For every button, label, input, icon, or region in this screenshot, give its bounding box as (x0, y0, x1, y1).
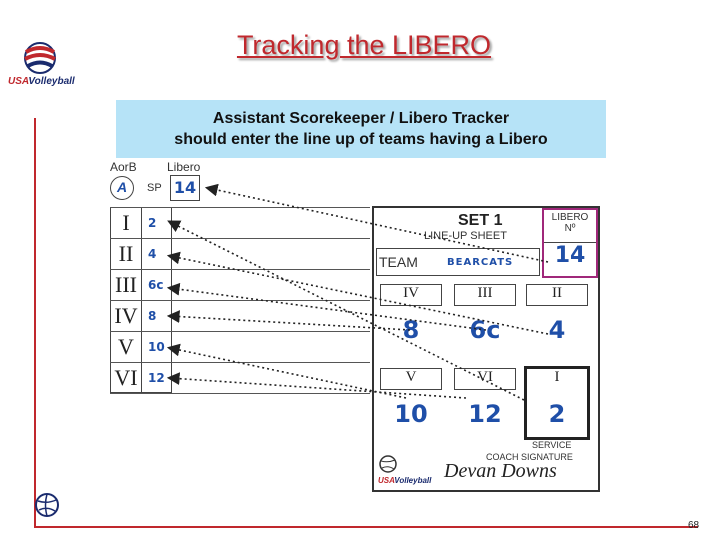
tracker-row-number: 2 (148, 216, 157, 230)
position-number: 4 (548, 316, 566, 344)
frame-horizontal-line (34, 526, 698, 528)
tracker-row-number: 12 (148, 371, 165, 385)
position-header: III (454, 284, 516, 306)
service-box: I (524, 366, 590, 440)
service-label: SERVICE (532, 440, 572, 450)
banner-line-2: should enter the line up of teams having… (174, 131, 548, 148)
page-number: 68 (688, 520, 700, 531)
sp-label: SP (147, 182, 162, 194)
libero-label: Libero (167, 160, 201, 174)
sheet-libero-number: 14 (544, 242, 596, 268)
tracker-row-number: 10 (148, 340, 165, 354)
position-header: V (380, 368, 442, 390)
libero-box: LIBERO Nº 14 (542, 208, 598, 278)
libero-number-label: Nº (564, 223, 576, 234)
aorb-label: AorB (110, 160, 137, 174)
logo-text: USAVolleyball (8, 76, 75, 87)
position-number: 12 (468, 400, 502, 428)
tracker-row-roman: I (122, 210, 130, 235)
position-number: 2 (548, 400, 566, 428)
frame-vertical-line (34, 118, 36, 528)
coach-signature: Devan Downs (444, 460, 557, 482)
libero-header: LIBERO (551, 212, 589, 223)
position-header: II (526, 284, 588, 306)
volleyball-icon (378, 454, 400, 476)
slide-title: Tracking the LIBERO (236, 30, 492, 60)
instruction-banner: Assistant Scorekeeper / Libero Tracker s… (116, 100, 606, 158)
position-header: VI (454, 368, 516, 390)
team-letter-circle: A (110, 176, 134, 200)
team-name: BEARCATS (447, 257, 514, 268)
tracker-row-number: 6c (148, 278, 164, 292)
tracker-row-roman: IV (114, 303, 138, 328)
volleyball-icon (34, 492, 60, 518)
tracker-row-number: 4 (148, 247, 157, 261)
coach-label: COACH SIGNATURE (486, 452, 573, 462)
tracker-row-roman: II (118, 241, 134, 266)
position-number: 10 (394, 400, 428, 428)
usa-volleyball-logo-icon (10, 40, 80, 88)
sheet-brand: USAVolleyball (378, 476, 432, 485)
position-number: 8 (402, 316, 420, 344)
position-header: IV (380, 284, 442, 306)
set-label: SET 1 (458, 212, 503, 229)
tracker-row-roman: VI (114, 365, 138, 390)
tracker-row-roman: V (118, 334, 134, 359)
team-label: TEAM (379, 254, 418, 270)
tracker-row-roman: III (115, 272, 137, 297)
tracker-row-number: 8 (148, 309, 157, 323)
tracker-libero-number: 14 (170, 175, 200, 201)
team-row: TEAM BEARCATS (376, 248, 540, 276)
lineup-sheet: SET 1 LINE-UP SHEET LIBERO Nº 14 TEAM BE… (372, 206, 600, 492)
banner-line-1: Assistant Scorekeeper / Libero Tracker (212, 110, 510, 127)
